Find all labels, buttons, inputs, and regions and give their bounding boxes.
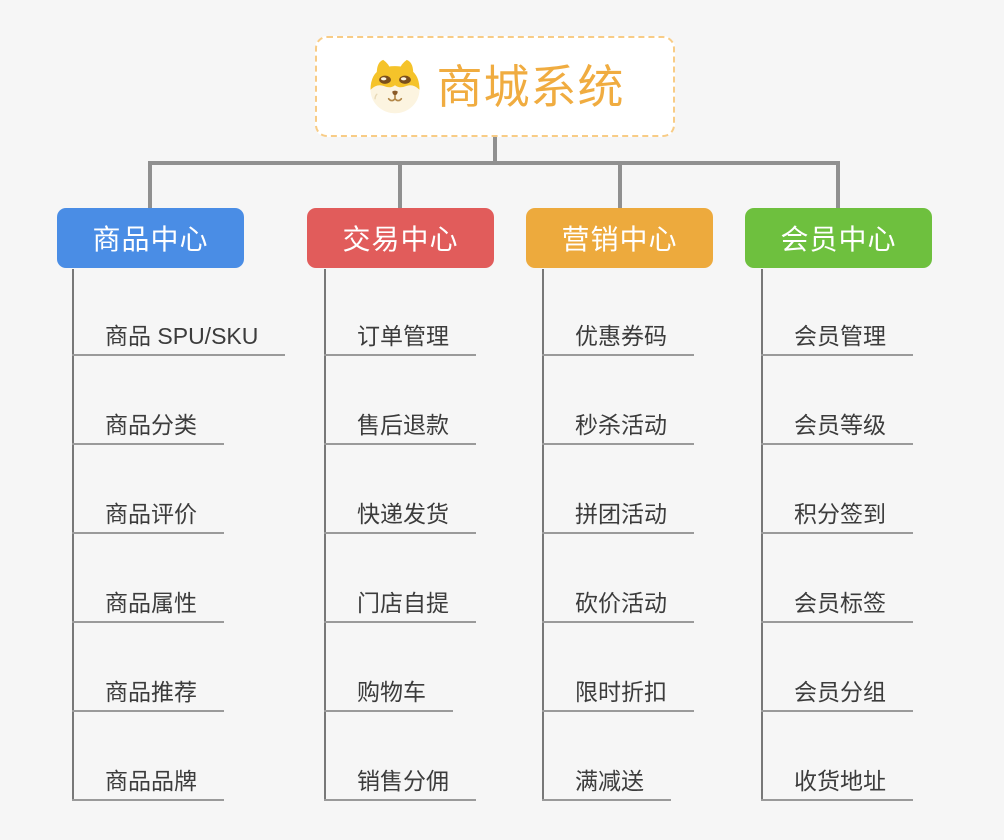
subtopic-node[interactable]: 会员管理 [761, 319, 913, 356]
subtopic-node[interactable]: 商品评价 [72, 497, 224, 534]
subtopic-node[interactable]: 快递发货 [324, 497, 476, 534]
root-node[interactable]: 商城系统 [315, 36, 675, 137]
subtopic-node[interactable]: 会员等级 [761, 408, 913, 445]
subtopic-node[interactable]: 秒杀活动 [542, 408, 694, 445]
subtopic-node[interactable]: 商品 SPU/SKU [72, 319, 286, 356]
connector-horizontal [148, 161, 840, 165]
branch-node-trade-center[interactable]: 交易中心 [307, 208, 494, 268]
branch-label: 商品中心 [92, 224, 209, 255]
dog-face-icon [366, 58, 424, 116]
subtopic-node[interactable]: 商品品牌 [72, 764, 224, 801]
branch-label: 营销中心 [561, 224, 678, 255]
branch-label: 交易中心 [342, 224, 459, 255]
branch-spine-4 [761, 269, 763, 800]
branch-node-member-center[interactable]: 会员中心 [745, 208, 932, 268]
subtopic-node[interactable]: 商品属性 [72, 586, 224, 623]
branch-label: 会员中心 [780, 224, 897, 255]
subtopic-node[interactable]: 砍价活动 [542, 586, 694, 623]
subtopic-node[interactable]: 商品推荐 [72, 675, 224, 712]
subtopic-node[interactable]: 拼团活动 [542, 497, 694, 534]
subtopic-node[interactable]: 积分签到 [761, 497, 913, 534]
connector-drop-3 [618, 161, 622, 208]
subtopic-node[interactable]: 销售分佣 [324, 764, 476, 801]
connector-drop-2 [398, 161, 402, 208]
branch-spine-2 [324, 269, 326, 800]
connector-root-vertical [493, 137, 497, 165]
branch-spine-3 [542, 269, 544, 800]
subtopic-node[interactable]: 收货地址 [761, 764, 913, 801]
subtopic-node[interactable]: 会员标签 [761, 586, 913, 623]
subtopic-node[interactable]: 门店自提 [324, 586, 476, 623]
branch-node-goods-center[interactable]: 商品中心 [57, 208, 244, 268]
connector-drop-1 [148, 161, 152, 208]
root-title: 商城系统 [436, 60, 625, 113]
subtopic-node[interactable]: 满减送 [542, 764, 671, 801]
connector-drop-4 [836, 161, 840, 208]
branch-spine-1 [72, 269, 74, 800]
subtopic-node[interactable]: 优惠券码 [542, 319, 694, 356]
subtopic-node[interactable]: 商品分类 [72, 408, 224, 445]
subtopic-node[interactable]: 限时折扣 [542, 675, 694, 712]
subtopic-node[interactable]: 会员分组 [761, 675, 913, 712]
branch-node-marketing-center[interactable]: 营销中心 [526, 208, 713, 268]
subtopic-node[interactable]: 购物车 [324, 675, 453, 712]
subtopic-node[interactable]: 售后退款 [324, 408, 476, 445]
subtopic-node[interactable]: 订单管理 [324, 319, 476, 356]
